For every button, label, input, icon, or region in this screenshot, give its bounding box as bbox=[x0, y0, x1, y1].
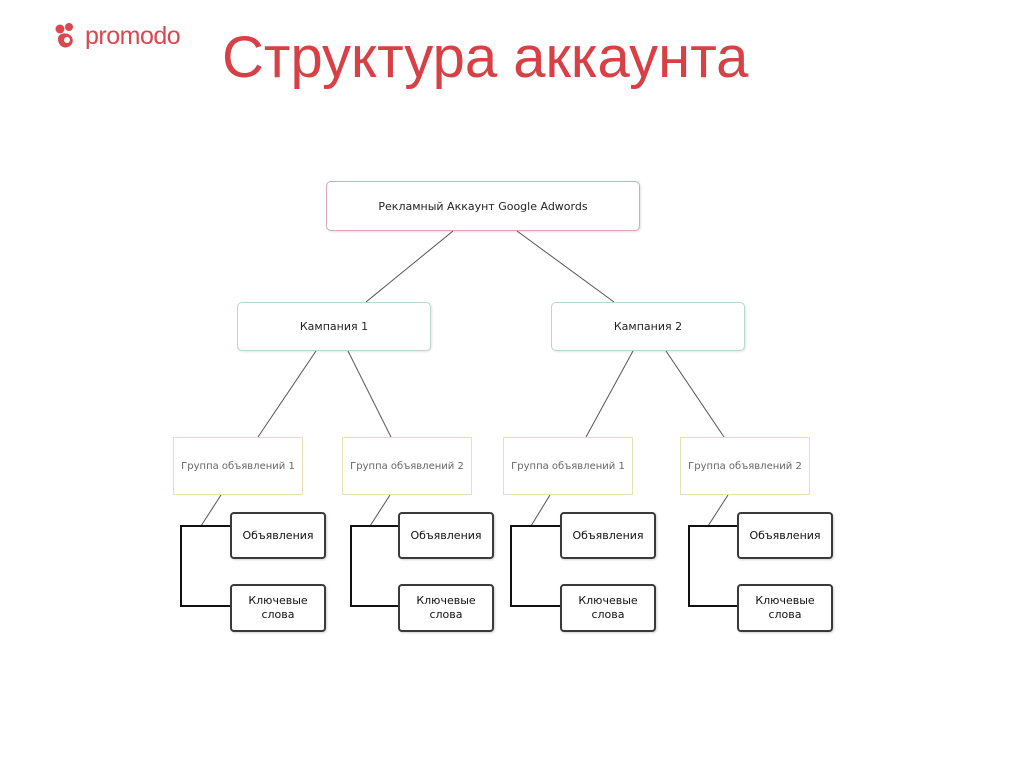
ads-node-c2-g2: Объявления bbox=[737, 512, 833, 559]
connector-c2-group-1 bbox=[585, 350, 634, 438]
ad-group-node-c2-g1: Группа объявлений 1 bbox=[503, 437, 633, 495]
ads-node-c1-g2: Объявления bbox=[398, 512, 494, 559]
promodo-logo: promodo bbox=[54, 22, 181, 50]
bracket-group-2 bbox=[350, 525, 398, 607]
connector-g3-leaf bbox=[530, 494, 551, 527]
connector-g1-leaf bbox=[200, 494, 222, 527]
ad-group-node-c2-g2: Группа объявлений 2 bbox=[680, 437, 810, 495]
keywords-node-c2-g1: Ключевые слова bbox=[560, 584, 656, 632]
campaign-node-1: Кампания 1 bbox=[237, 302, 431, 351]
ad-group-node-c1-g2: Группа объявлений 2 bbox=[342, 437, 472, 495]
keywords-node-c1-g2: Ключевые слова bbox=[398, 584, 494, 632]
connector-root-campaign-1 bbox=[365, 230, 454, 303]
campaign-node-2: Кампания 2 bbox=[551, 302, 745, 351]
connector-root-campaign-2 bbox=[516, 230, 615, 303]
ads-node-c2-g1: Объявления bbox=[560, 512, 656, 559]
ads-node-c1-g1: Объявления bbox=[230, 512, 326, 559]
keywords-node-c1-g1: Ключевые слова bbox=[230, 584, 326, 632]
logo-text: promodo bbox=[85, 22, 181, 50]
root-node-google-adwords-account: Рекламный Аккаунт Google Adwords bbox=[326, 181, 640, 231]
connector-g4-leaf bbox=[707, 494, 729, 527]
ad-group-node-c1-g1: Группа объявлений 1 bbox=[173, 437, 303, 495]
bracket-group-4 bbox=[688, 525, 737, 607]
page-title: Структура аккаунта bbox=[222, 25, 749, 90]
bracket-group-1 bbox=[180, 525, 230, 607]
bracket-group-3 bbox=[510, 525, 560, 607]
keywords-node-c2-g2: Ключевые слова bbox=[737, 584, 833, 632]
connector-g2-leaf bbox=[369, 494, 391, 527]
connector-c1-group-1 bbox=[257, 350, 317, 438]
connector-c1-group-2 bbox=[347, 350, 392, 438]
connector-c2-group-2 bbox=[665, 350, 725, 438]
promodo-logo-icon bbox=[55, 23, 73, 48]
